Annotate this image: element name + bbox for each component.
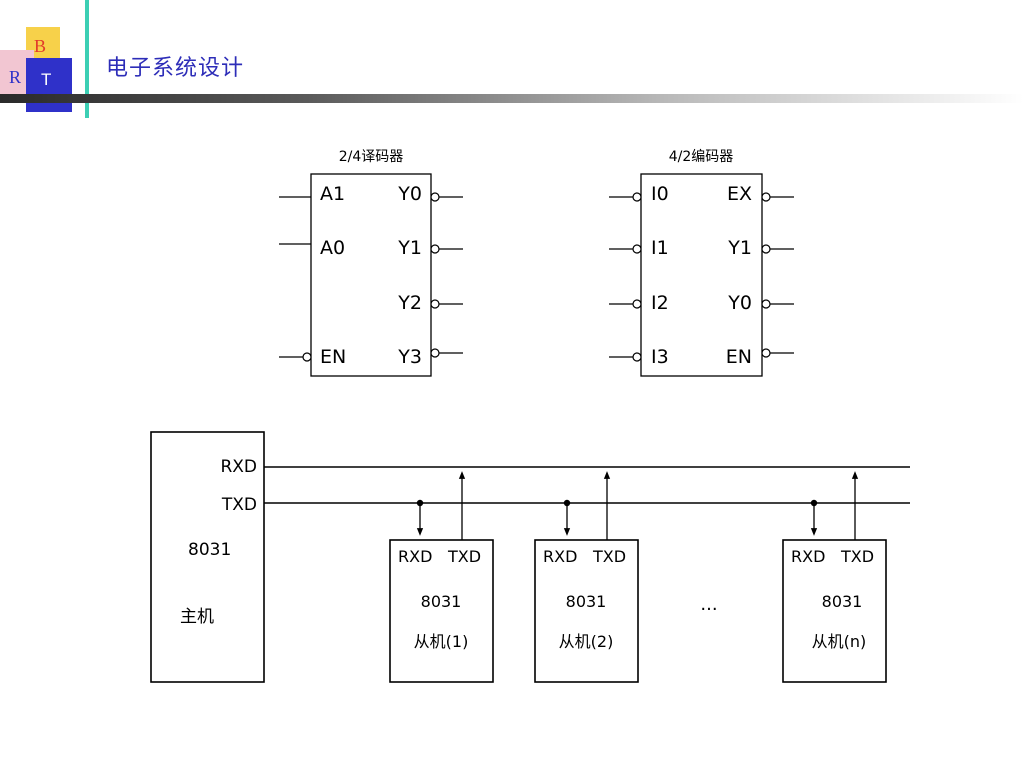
decoder-y2-bubble: [430, 299, 440, 309]
encoder-en-bubble: [761, 348, 771, 358]
decoder-label-a0: A0: [320, 237, 345, 259]
slave-2-model: 8031: [566, 592, 607, 611]
slaves-ellipsis: ...: [700, 594, 717, 615]
slave-1-label: 从机(1): [414, 632, 469, 651]
encoder-y1-bubble: [761, 244, 771, 254]
encoder-body: [640, 173, 763, 377]
logo-letter-t: T: [41, 70, 52, 89]
slave-1-model: 8031: [421, 592, 462, 611]
slave-n-label: 从机(n): [812, 632, 867, 651]
slave-2-box: [534, 539, 639, 683]
slave-n: RXD TXD 8031 从机(n): [782, 471, 887, 683]
decoder-label-en: EN: [320, 346, 346, 368]
logo-blue-square: [26, 58, 72, 112]
slave-n-txd-label: TXD: [840, 547, 874, 566]
slave-2: RXD TXD 8031 从机(2): [534, 471, 639, 683]
encoder-label-i2: I2: [651, 292, 669, 314]
encoder-label-i0: I0: [651, 183, 669, 205]
logo-letter-b: B: [34, 36, 47, 56]
encoder-i0-bubble: [632, 192, 642, 202]
encoder-label-i1: I1: [651, 237, 669, 259]
host-label: 主机: [180, 607, 214, 627]
decoder-label-y0: Y0: [397, 183, 422, 205]
encoder-4-2: 4/2编码器 I0 I1 I2 I3 EX Y1: [609, 149, 794, 377]
logo-letter-r: R: [9, 67, 22, 87]
decoder-2-4: 2/4译码器 A1 A0 EN Y0 Y1 Y2 Y3: [279, 149, 463, 377]
encoder-caption: 4/2编码器: [669, 149, 734, 165]
decoder-label-y3: Y3: [397, 346, 422, 368]
encoder-label-ex: EX: [727, 183, 752, 205]
encoder-label-y0: Y0: [727, 292, 752, 314]
slave-2-txd-label: TXD: [592, 547, 626, 566]
slave-2-label: 从机(2): [559, 632, 614, 651]
accent-vertical-bar: [85, 0, 89, 118]
host-rxd-label: RXD: [220, 457, 257, 477]
decoder-y3-bubble: [430, 348, 440, 358]
slave-n-rxd-label: RXD: [791, 547, 825, 566]
slave-2-rxd-label: RXD: [543, 547, 577, 566]
encoder-y0-bubble: [761, 299, 771, 309]
slave-1-txd-label: TXD: [447, 547, 481, 566]
encoder-label-i3: I3: [651, 346, 669, 368]
decoder-label-a1: A1: [320, 183, 345, 205]
decoder-label-y1: Y1: [397, 237, 422, 259]
encoder-i1-bubble: [632, 244, 642, 254]
decoder-y0-bubble: [430, 192, 440, 202]
encoder-label-en: EN: [726, 346, 752, 368]
decoder-label-y2: Y2: [397, 292, 422, 314]
header-gradient-bar: [0, 94, 1024, 103]
host-box: [150, 431, 265, 683]
encoder-ex-bubble: [761, 192, 771, 202]
decoder-body: [310, 173, 432, 377]
encoder-label-y1: Y1: [727, 237, 752, 259]
encoder-i2-bubble: [632, 299, 642, 309]
slave-1-box: [389, 539, 494, 683]
serial-network: RXD TXD 8031 主机 RXD TXD 8031 从机(1): [150, 431, 910, 683]
decoder-en-inversion-bubble: [302, 352, 312, 362]
encoder-i3-bubble: [632, 352, 642, 362]
decoder-y1-bubble: [430, 244, 440, 254]
slave-1: RXD TXD 8031 从机(1): [389, 471, 494, 683]
decoder-caption: 2/4译码器: [339, 149, 404, 165]
host-model: 8031: [188, 540, 231, 560]
slave-1-rxd-label: RXD: [398, 547, 432, 566]
slave-n-box: [782, 539, 887, 683]
host-txd-label: TXD: [221, 495, 257, 515]
slide-title: 电子系统设计: [106, 56, 245, 81]
slave-n-model: 8031: [822, 592, 863, 611]
